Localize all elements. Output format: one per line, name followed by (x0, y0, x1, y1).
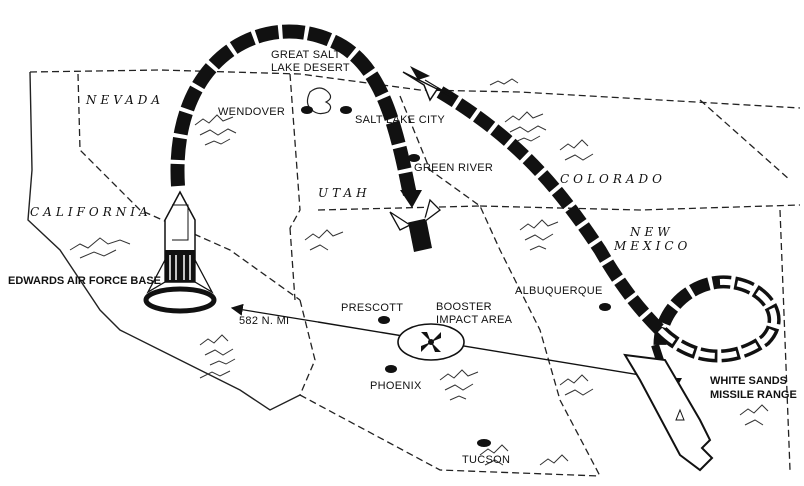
label-salt-lake-city: SALT LAKE CITY (355, 114, 445, 126)
ground-track-line (317, 321, 641, 376)
terrain-hatching (69, 78, 769, 466)
phoenix-dot (385, 365, 397, 373)
newmexico-east-border (779, 209, 791, 471)
white-sands-range (623, 353, 714, 472)
nevada-utah-border (289, 73, 301, 229)
colorado-east-border (699, 99, 791, 181)
small-landing-vehicle-icon (675, 408, 685, 421)
state-label-new-mexico-1: NEW (629, 225, 674, 239)
label-white-sands-1: WHITE SANDS (710, 375, 787, 387)
salt-lake-city-dot (340, 106, 352, 114)
arizona-nevada-border (289, 227, 296, 301)
state-label-colorado: COLORADO (560, 172, 666, 186)
colorado-newmexico-border (479, 204, 801, 211)
falling-booster-icon (389, 198, 441, 252)
wendover-dot (301, 106, 313, 114)
state-label-nevada: NEVADA (85, 93, 164, 107)
glide-path-inner (657, 278, 778, 359)
label-prescott: PRESCOTT (341, 302, 403, 314)
label-booster-1: BOOSTER (436, 301, 492, 313)
california-nevada-border (77, 73, 301, 301)
northern-border (29, 69, 801, 109)
albuquerque-dot (599, 303, 611, 311)
label-booster-2: IMPACT AREA (436, 314, 513, 326)
utah-arizona-border (317, 205, 481, 211)
four-corners-border (399, 95, 601, 477)
booster-arrowhead (400, 190, 422, 208)
distance-leader-line (230, 303, 319, 323)
prescott-dot (378, 316, 390, 324)
label-green-river: GREEN RIVER (414, 162, 493, 174)
label-great-salt-lake-2: LAKE DESERT (271, 62, 350, 74)
state-label-new-mexico-2: MEXICO (613, 239, 691, 253)
tucson-dot (477, 439, 491, 447)
pacific-coastline (27, 71, 301, 411)
label-albuquerque: ALBUQUERQUE (515, 285, 603, 297)
label-phoenix: PHOENIX (370, 380, 422, 392)
glide-vehicle-icon (402, 66, 456, 102)
green-river-dot (408, 154, 420, 162)
label-tucson: TUCSON (462, 454, 510, 466)
state-label-california: CALIFORNIA (30, 205, 152, 219)
label-white-sands-2: MISSILE RANGE (710, 389, 797, 401)
california-arizona-border (299, 299, 316, 396)
mexico-border (299, 394, 601, 477)
city-markers (301, 106, 611, 447)
label-wendover: WENDOVER (218, 106, 285, 118)
booster-impact-area-symbol (397, 323, 465, 361)
label-distance: 582 N. MI (239, 315, 289, 327)
state-borders (29, 69, 801, 477)
launch-rocket-icon (143, 190, 217, 314)
state-label-utah: UTAH (318, 186, 371, 200)
label-great-salt-lake-1: GREAT SALT (271, 49, 341, 61)
booster-trajectory-arc (170, 24, 417, 197)
label-edwards-afb: EDWARDS AIR FORCE BASE (8, 275, 161, 287)
